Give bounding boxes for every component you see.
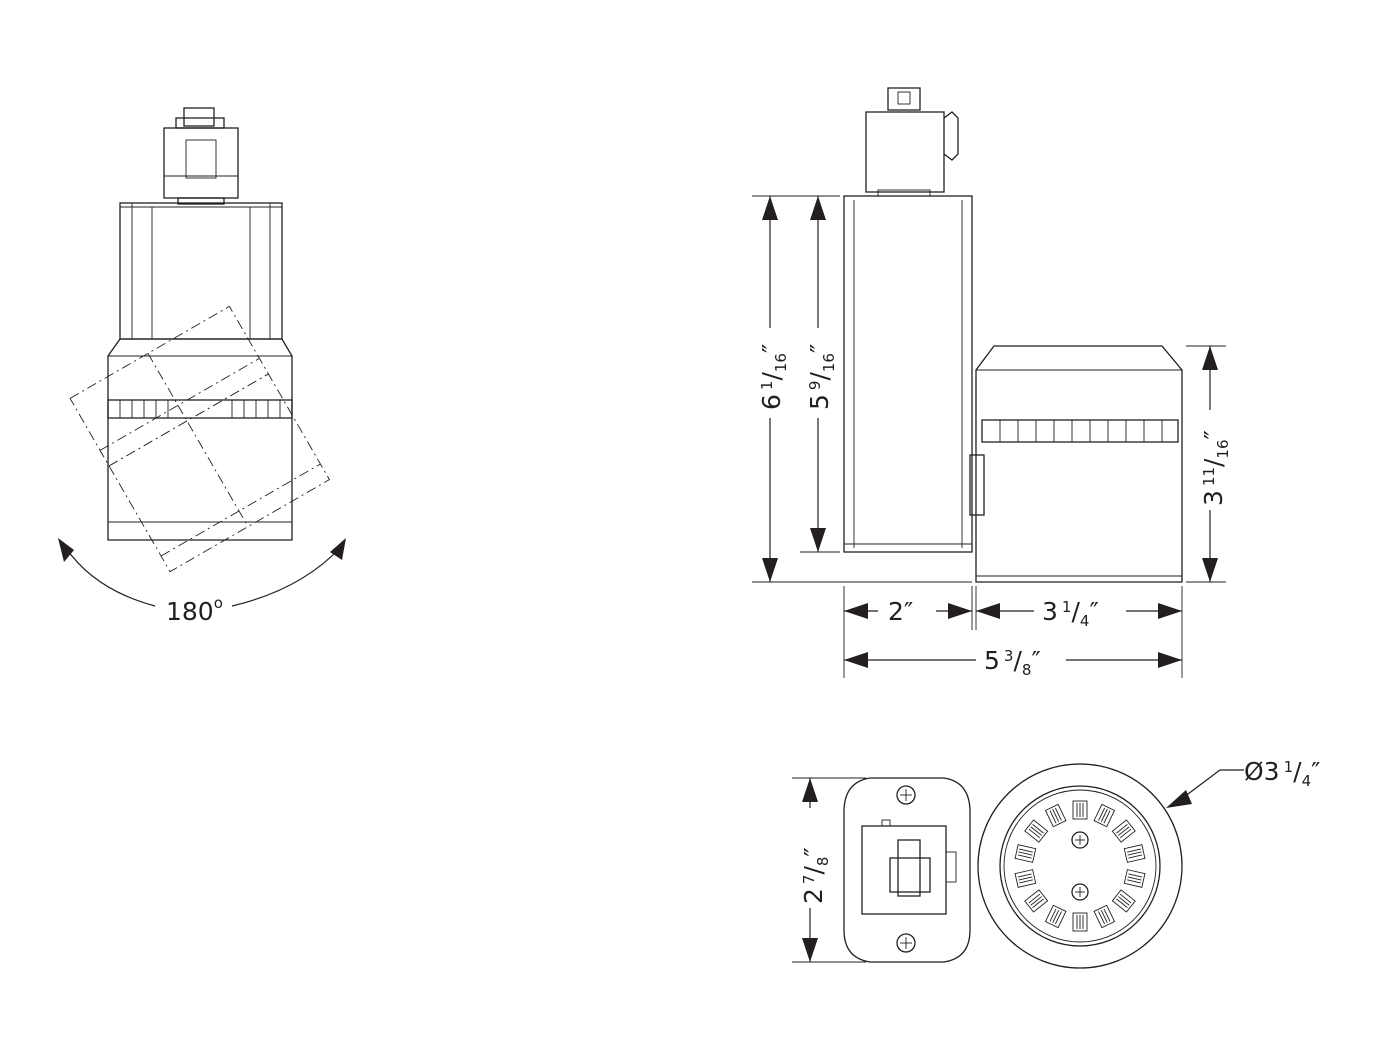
overall-height-dimension: 61/16″ (757, 196, 790, 582)
bottom-adapter-plate (843, 777, 971, 963)
vent-slot (1072, 912, 1088, 932)
body-width-label: 2″ (888, 597, 913, 626)
screw-icon (1071, 883, 1089, 901)
vent-slot (1014, 869, 1037, 888)
head-height-dimension: 311/16″ (1199, 346, 1232, 582)
vent-slot (1111, 819, 1136, 843)
vent-slot (1014, 844, 1037, 863)
front-body (119, 202, 283, 340)
bottom-width-label: 27/8″ (799, 847, 832, 904)
head-height-label: 311/16″ (1199, 430, 1232, 506)
side-track-adapter (865, 87, 959, 197)
body-height-label: 59/16″ (805, 344, 838, 410)
body-height-dimension: 59/16″ (805, 196, 838, 552)
body-width-dimension: 2″ (844, 597, 972, 626)
side-view: 61/16″ 59/16″ 311/16″ 2″ (752, 87, 1232, 679)
front-view: 180o (58, 107, 346, 626)
side-lamp-head (969, 345, 1183, 583)
vent-slot (1093, 803, 1116, 828)
vent-slot (1044, 803, 1067, 828)
overall-height-label: 61/16″ (757, 344, 790, 410)
rotation-arc (58, 538, 346, 607)
front-lamp-head (107, 338, 293, 541)
vent-slot (1044, 904, 1067, 929)
bottom-lamp-face (977, 763, 1183, 969)
vent-slot (1123, 844, 1146, 863)
front-tilted-head-phantom (69, 305, 331, 573)
vent-slot (1093, 904, 1116, 929)
vent-ring (1014, 800, 1146, 932)
side-body (843, 195, 973, 553)
rotation-label: 180o (166, 594, 223, 626)
vent-slot (1024, 819, 1049, 843)
screw-icon (1071, 831, 1089, 849)
screw-icon (896, 933, 916, 953)
vent-slot (1072, 800, 1088, 820)
screw-icon (896, 785, 916, 805)
bottom-width-dimension: 27/8″ (792, 777, 866, 963)
front-track-adapter (163, 107, 239, 205)
vent-slot (1111, 889, 1136, 913)
vent-slot (1024, 889, 1049, 913)
side-extension-lines (752, 195, 1226, 678)
vent-slot (1123, 869, 1146, 888)
